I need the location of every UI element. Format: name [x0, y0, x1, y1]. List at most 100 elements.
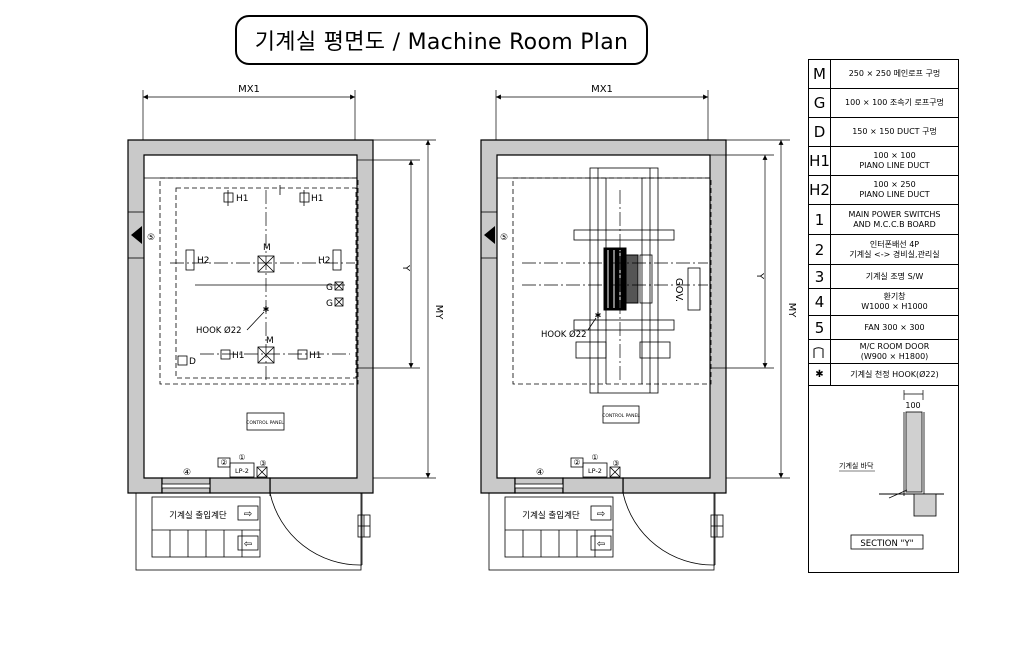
legend-key: 2: [809, 235, 831, 264]
hook-icon: ✱: [809, 364, 831, 385]
label-d: D: [189, 357, 196, 367]
legend-desc: 환기창: [883, 292, 906, 301]
legend-key: 3: [809, 265, 831, 288]
dim-label: Y: [754, 272, 765, 280]
dim-label: MY: [786, 303, 797, 319]
legend-desc: M/C ROOM DOOR: [859, 341, 930, 351]
legend-key: G: [809, 89, 831, 117]
section-floor-label: 기계실 바닥: [839, 461, 874, 470]
legend-desc: W1000 × H1000: [861, 302, 928, 311]
light-switch: [609, 466, 621, 478]
label-num4: ④: [183, 468, 191, 478]
legend-row-g: G 100 × 100 조속기 로프구멍: [809, 89, 958, 118]
legend-desc: 100 × 250: [873, 180, 916, 189]
dim-label: MY: [433, 305, 444, 321]
entrance-stairs: 기계실 출입계단 ⇨ ⇦: [135, 492, 362, 571]
stairs-label: 기계실 출입계단: [522, 510, 580, 521]
legend-desc: PIANO LINE DUCT: [859, 161, 930, 170]
label-num5: ⑤: [147, 233, 155, 243]
control-panel-label: CONTROL PANEL: [602, 413, 640, 419]
label-num3: ③: [259, 459, 266, 468]
main-rope-hole: [257, 255, 275, 273]
plan-right: MX1 GOV.: [480, 84, 797, 571]
door-swing-icon: [809, 340, 831, 363]
wall-right: [480, 139, 727, 494]
legend-row-3: 3 기계실 조명 S/W: [809, 265, 958, 289]
dim-label: Y: [400, 264, 411, 272]
wall-bottom-segment: [562, 477, 624, 494]
governor-label: GOV.: [673, 278, 684, 302]
stairs-label: 기계실 출입계단: [169, 510, 227, 521]
control-panel: [246, 412, 285, 431]
legend-desc: 250 × 250 메인로프 구멍: [848, 69, 941, 78]
control-panel-label: CONTROL PANEL: [246, 420, 284, 426]
fan: [127, 211, 145, 259]
label-num2: ②: [220, 458, 227, 467]
dim-mx1-left: MX1: [142, 84, 356, 140]
label-h1: H1: [311, 194, 324, 204]
label-h2: H2: [197, 256, 210, 266]
legend-row-5: 5 FAN 300 × 300: [809, 316, 958, 340]
dim-y-right: Y: [710, 154, 774, 369]
label-h1: H1: [236, 194, 249, 204]
legend-desc: 인터폰배선 4P: [869, 239, 920, 249]
hook-symbol: ✱: [263, 305, 270, 314]
legend-key: 1: [809, 205, 831, 234]
entrance-stairs: 기계실 출입계단 ⇨ ⇦: [488, 492, 715, 571]
vent-window: [161, 483, 211, 489]
legend-key: M: [809, 60, 831, 88]
duct-hole-h1: [297, 349, 308, 360]
governor-rope-hole: [334, 281, 344, 291]
section-y: 100 기계실 바닥 SECTION "Y": [809, 386, 958, 572]
hook-label: HOOK Ø22: [541, 329, 587, 340]
legend-row-door: M/C ROOM DOOR(W900 × H1800): [809, 340, 958, 364]
legend-desc: MAIN POWER SWITCHS: [848, 209, 941, 219]
fan-icon: [484, 226, 495, 244]
label-num2: ②: [573, 458, 580, 467]
dim-my-left: MY: [373, 139, 444, 479]
legend-desc: AND M.C.C.B BOARD: [853, 219, 936, 229]
duct-hole-h1: [299, 192, 310, 203]
label-h2: H2: [318, 256, 331, 266]
hook-leader: [246, 311, 265, 331]
legend-desc: 기계실 조명 S/W: [865, 271, 924, 281]
duct-hole-d: [177, 355, 188, 366]
hook-label: HOOK Ø22: [196, 325, 242, 336]
label-lp: LP-2: [235, 467, 249, 475]
duct-hole-h1: [223, 192, 234, 203]
legend-desc: 100 × 100: [873, 151, 916, 160]
main-rope-hole: [257, 346, 275, 364]
label-num1: ①: [238, 453, 245, 462]
legend-desc: 150 × 150 DUCT 구멍: [852, 127, 937, 136]
duct-hole-h2: [332, 249, 342, 271]
legend-key: 5: [809, 316, 831, 339]
legend-key: H1: [809, 147, 831, 175]
legend-desc: 100 × 100 조속기 로프구멍: [845, 98, 944, 107]
machine-room-door: [622, 492, 724, 566]
governor: [687, 267, 701, 311]
legend-desc: FAN 300 × 300: [864, 322, 925, 332]
legend-row-d: D 150 × 150 DUCT 구멍: [809, 118, 958, 147]
label-g: G: [326, 299, 333, 309]
legend-desc: 기계실 <-> 경비실,관리실: [849, 249, 940, 259]
main-power-box: [582, 462, 608, 478]
section-dim-label: 100: [905, 401, 920, 410]
intercom-box: [217, 457, 231, 468]
label-num1: ①: [591, 453, 598, 462]
arrow-left-icon: ⇦: [244, 539, 252, 550]
fan: [480, 211, 498, 259]
legend-table: M 250 × 250 메인로프 구멍 G 100 × 100 조속기 로프구멍…: [808, 59, 959, 573]
legend-row-hook: ✱ 기계실 천정 HOOK(Ø22): [809, 364, 958, 386]
traction-machine: [522, 167, 708, 394]
dim-label: MX1: [591, 84, 613, 95]
control-panel: [602, 405, 640, 424]
hook-symbol: ✱: [595, 311, 602, 320]
label-num5: ⑤: [500, 233, 508, 243]
hoistway-outline: [159, 177, 359, 385]
label-m: M: [263, 243, 271, 253]
